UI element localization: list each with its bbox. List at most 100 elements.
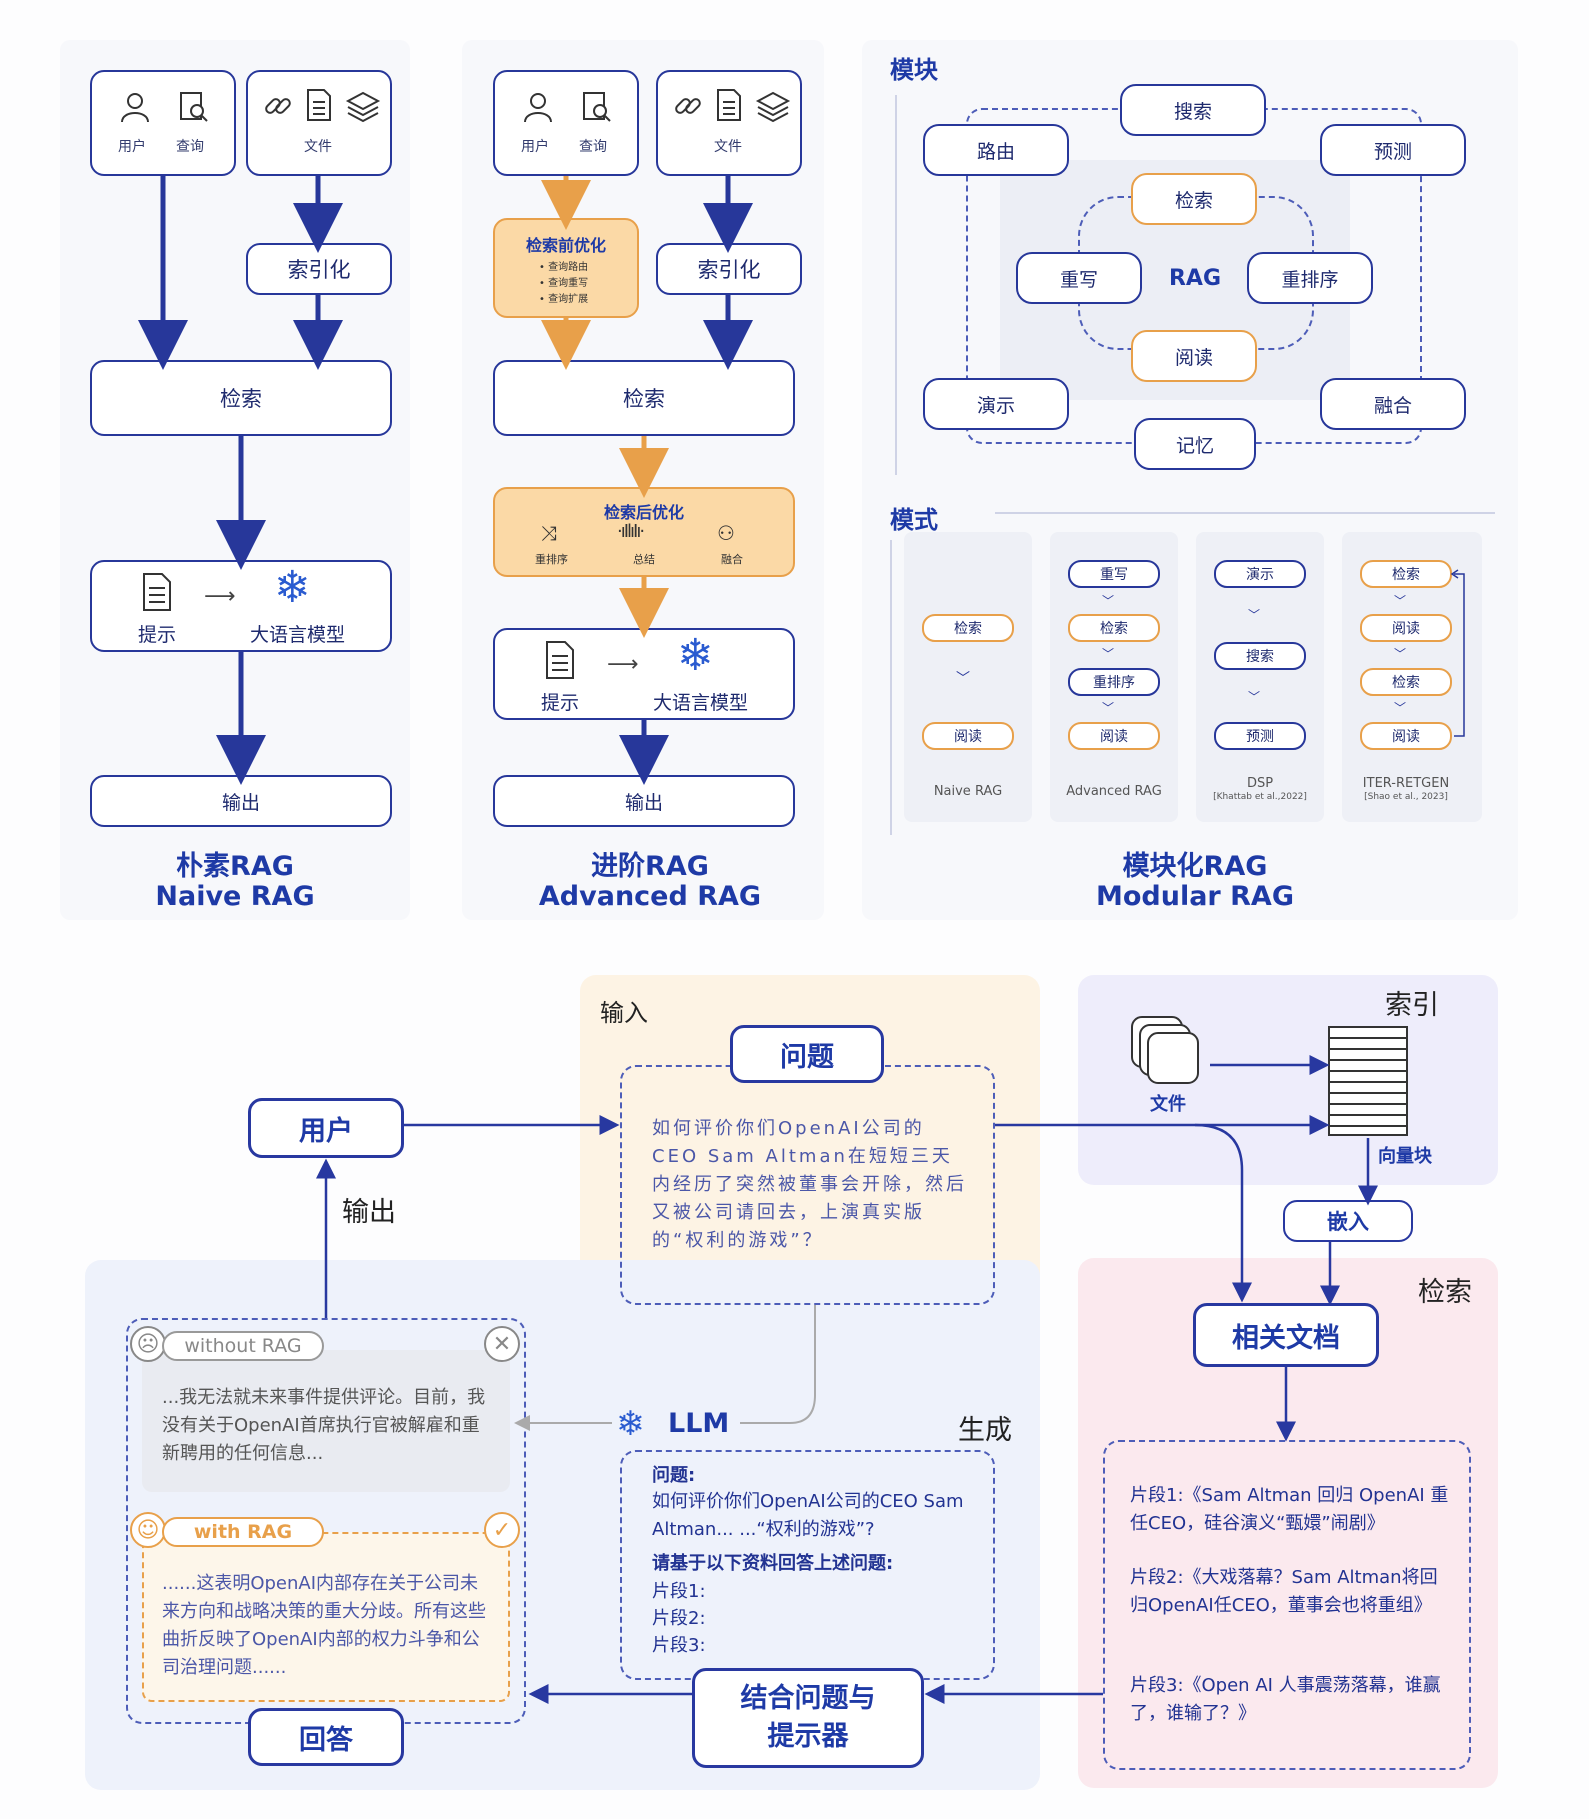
without-rag-box (142, 1350, 510, 1492)
module-rewrite: 重写 (1016, 252, 1142, 304)
pre-retrieval-box: 检索前优化 • 查询路由 • 查询重写 • 查询扩展 (493, 218, 639, 318)
pattern-adv-step-3: 重排序 (1068, 668, 1160, 696)
link-icon (265, 98, 291, 114)
module-read: 阅读 (1131, 330, 1257, 382)
layers-icon (345, 91, 381, 123)
advanced-user-label: 用户 (521, 139, 549, 155)
naive-docs-label: 文件 (304, 139, 332, 155)
pattern-col-advanced: 重写 ﹀ 检索 ﹀ 重排序 ﹀ 阅读 Advanced RAG (1050, 532, 1178, 822)
arrow-right-icon: ⟶ (607, 652, 639, 677)
advanced-query-label: 查询 (579, 139, 607, 155)
pattern-iter-step-4: 阅读 (1360, 722, 1452, 750)
pattern-dsp-name: DSP (1246, 776, 1274, 791)
module-fusion: 融合 (1320, 378, 1466, 430)
advanced-user-query-box: 用户 查询 (493, 70, 639, 176)
user-icon (524, 93, 552, 123)
generation-label: 生成 (958, 1415, 1012, 1446)
input-label: 输入 (600, 999, 648, 1027)
naive-output-box: 输出 (90, 775, 392, 827)
naive-llm-label: 大语言模型 (250, 624, 346, 646)
chunk-1: 片段1:《Sam Altman 回归 OpenAI 重任CEO，硅谷演义“甄嬛”… (1130, 1485, 1449, 1534)
without-rag-text: ...我无法就未来事件提供评论。目前，我没有关于OpenAI首席执行官被解雇和重… (162, 1387, 486, 1464)
naive-retrieval-box: 检索 (90, 360, 392, 436)
advanced-retrieval-box: 检索 (493, 360, 795, 436)
combine-button: 结合问题与 提示器 (692, 1668, 924, 1768)
naive-query-label: 查询 (176, 139, 204, 155)
advanced-prompt-label: 提示 (541, 692, 580, 714)
chevron-down-icon: ﹀ (956, 671, 970, 687)
modular-title-cn: 模块化RAG (1122, 851, 1268, 882)
post-item-1: 重排序 (535, 553, 568, 566)
pattern-adv-step-1: 重写 (1068, 560, 1160, 588)
document-icon (717, 89, 741, 121)
prompt-question-text: 如何评价你们OpenAI公司的CEO Sam Altman... ...“权利的… (652, 1491, 964, 1540)
chevron-down-icon: ﹀ (1248, 690, 1261, 704)
modules-area (895, 95, 897, 475)
chevron-down-icon: ﹀ (1248, 608, 1261, 622)
snowflake-icon: ❄ (677, 630, 714, 681)
pattern-iter-step-1: 检索 (1360, 560, 1452, 588)
cross-icon: ✕ (484, 1326, 520, 1362)
chevron-down-icon: ﹀ (1394, 647, 1407, 661)
advanced-title-cn: 进阶RAG (591, 851, 709, 882)
query-icon (180, 92, 208, 122)
pattern-naive-step-2: 阅读 (922, 722, 1014, 750)
pattern-col-dsp: 演示 ﹀ 搜索 ﹀ 预测 DSP [Khattab et al.,2022] (1196, 532, 1324, 822)
vector-chunks-stack (1328, 1026, 1408, 1136)
module-center-rag: RAG (1168, 265, 1222, 291)
modular-title-en: Modular RAG (1095, 881, 1294, 912)
index-panel (1078, 975, 1498, 1185)
user-icon (121, 93, 149, 123)
answer-button: 回答 (248, 1708, 404, 1766)
pattern-adv-step-2: 检索 (1068, 614, 1160, 642)
advanced-llm-label: 大语言模型 (653, 692, 749, 714)
module-routing: 路由 (923, 124, 1069, 176)
prompt-chunk-2: 片段2: (652, 1608, 706, 1629)
loop-arrow (1450, 569, 1465, 737)
documents-label: 文件 (1150, 1094, 1186, 1115)
layers-icon (755, 91, 791, 123)
naive-title: 朴素RAG Naive RAG (60, 852, 410, 912)
retrieval-label: 检索 (1418, 1277, 1472, 1308)
link-icon (675, 98, 701, 114)
pattern-dsp-cite: [Khattab et al.,2022] (1213, 792, 1307, 802)
chunk-3: 片段3:《Open AI 人事震荡落幕，谁赢了，谁输了？》 (1130, 1675, 1441, 1724)
check-icon: ✓ (484, 1512, 520, 1548)
naive-prompt-label: 提示 (138, 624, 177, 646)
prompt-chunk-3: 片段3: (652, 1635, 706, 1656)
prompt-chunk-1: 片段1: (652, 1581, 706, 1602)
document-icon (307, 89, 331, 121)
pre-item-3: • 查询扩展 (539, 294, 589, 305)
pattern-iter-step-2: 阅读 (1360, 614, 1452, 642)
without-rag-tag: without RAG (162, 1331, 324, 1361)
with-rag-tag: with RAG (162, 1517, 324, 1547)
pattern-iter-step-3: 检索 (1360, 668, 1452, 696)
naive-user-query-box: 用户 查询 (90, 70, 236, 176)
naive-prompt-llm-box: ⟶ ❄ 提示 大语言模型 (90, 560, 392, 652)
index-label: 索引 (1385, 990, 1439, 1021)
chevron-down-icon: ﹀ (1102, 647, 1115, 661)
chunk-2: 片段2:《大戏落幕？Sam Altman将回归OpenAI任CEO，董事会也将重… (1130, 1567, 1438, 1616)
advanced-docs-label: 文件 (714, 139, 742, 155)
relevant-docs-button: 相关文档 (1193, 1303, 1379, 1367)
chevron-down-icon: ﹀ (1102, 701, 1115, 715)
query-icon (583, 92, 611, 122)
module-memory: 记忆 (1134, 418, 1256, 470)
pre-item-2: • 查询重写 (539, 278, 589, 289)
post-item-3: 融合 (721, 553, 743, 566)
fusion-icon: ⚇ (717, 521, 735, 545)
chevron-down-icon: ﹀ (1102, 594, 1115, 608)
post-retrieval-title: 检索后优化 (603, 503, 684, 522)
pattern-iter-name: ITER-RETGEN (1362, 776, 1450, 791)
advanced-title: 进阶RAG Advanced RAG (462, 852, 838, 912)
pattern-dsp-step-2: 搜索 (1214, 642, 1306, 670)
patterns-label: 模式 (890, 506, 938, 534)
patterns-left-line (890, 540, 892, 835)
snowflake-icon: ❄ (274, 562, 311, 613)
embed-button: 嵌入 (1283, 1200, 1413, 1242)
question-button: 问题 (730, 1025, 884, 1083)
chevron-down-icon: ﹀ (1394, 594, 1407, 608)
module-predict: 预测 (1320, 124, 1466, 176)
with-rag-text: ......这表明OpenAI内部存在关于公司未来方向和战略决策的重大分歧。所有… (162, 1573, 486, 1678)
